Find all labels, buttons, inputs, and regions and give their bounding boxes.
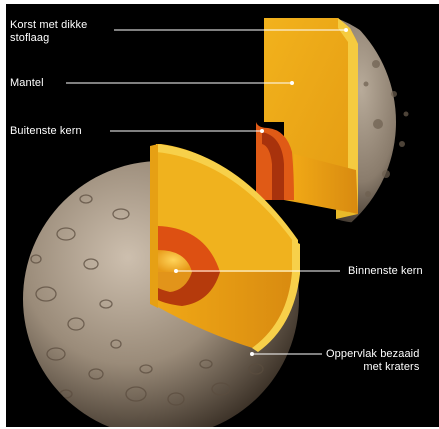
cutaway-segment xyxy=(256,18,420,223)
label-crust: Korst met dikke stoflaag xyxy=(10,19,87,45)
label-inner-core: Binnenste kern xyxy=(348,265,423,278)
label-mantle: Mantel xyxy=(10,77,44,90)
label-outer-core: Buitenste kern xyxy=(10,125,82,138)
diagram-canvas: Korst met dikke stoflaag Mantel Buitenst… xyxy=(6,4,439,427)
label-surface: Oppervlak bezaaid met kraters xyxy=(326,348,419,374)
cutaway-left-edge xyxy=(150,144,158,308)
